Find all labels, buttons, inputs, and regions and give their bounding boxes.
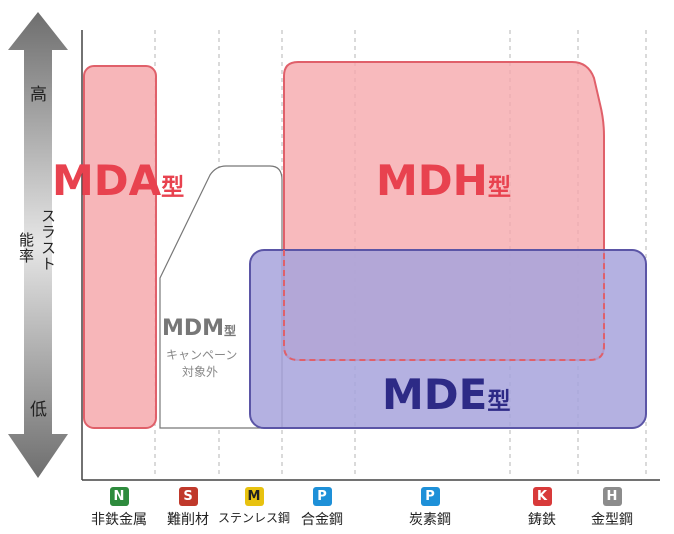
axis-title-thrust: スラスト: [39, 208, 57, 272]
category-label-p-carbon: 炭素鋼: [409, 512, 451, 528]
category-label-p-alloy: 合金鋼: [301, 512, 343, 528]
mda-label-main: MDA: [52, 156, 162, 205]
mdm-label-suffix: 型: [224, 324, 237, 338]
category-label-s: 難削材: [167, 512, 209, 528]
mdh-label-suffix: 型: [487, 175, 511, 201]
mde-region: [249, 249, 647, 429]
category-p-carbon: P 炭素鋼: [400, 487, 460, 529]
mdm-note-line2: 対象外: [182, 365, 219, 379]
badge-h: H: [602, 487, 622, 506]
mdh-overlap-outline: [283, 250, 605, 361]
mdm-label: MDM型: [162, 316, 236, 341]
mde-label: MDE型: [382, 370, 510, 419]
category-label-n: 非鉄金属: [91, 512, 147, 528]
category-p-alloy: P 合金鋼: [292, 487, 352, 529]
axis-high-label: 高: [30, 85, 47, 105]
mda-label: MDA型: [52, 156, 184, 205]
badge-p-carbon: P: [420, 487, 440, 506]
category-label-h: 金型鋼: [591, 512, 633, 528]
badge-k: K: [532, 487, 552, 506]
category-label-k: 鋳鉄: [528, 512, 556, 528]
mde-label-suffix: 型: [487, 389, 511, 415]
category-m: M ステンレス鋼: [214, 487, 294, 526]
mde-label-main: MDE: [382, 370, 488, 419]
badge-m: M: [244, 487, 264, 506]
mdh-label-main: MDH: [376, 156, 488, 205]
mdm-note-line1: キャンペーン: [166, 348, 238, 362]
badge-n: N: [109, 487, 129, 506]
mda-region: [83, 65, 157, 429]
mdh-label: MDH型: [376, 156, 511, 205]
category-s: S 難削材: [160, 487, 216, 529]
badge-s: S: [178, 487, 198, 506]
mda-label-suffix: 型: [161, 175, 185, 201]
axis-title-efficiency: 能率: [17, 232, 35, 264]
axis-low-label: 低: [30, 400, 47, 420]
category-n: N 非鉄金属: [88, 487, 150, 529]
category-h: H 金型鋼: [580, 487, 644, 529]
category-k: K 鋳鉄: [514, 487, 570, 529]
double-arrow: [8, 12, 68, 478]
category-label-m: ステンレス鋼: [217, 511, 290, 525]
mdm-label-main: MDM: [162, 316, 225, 341]
badge-p-alloy: P: [312, 487, 332, 506]
